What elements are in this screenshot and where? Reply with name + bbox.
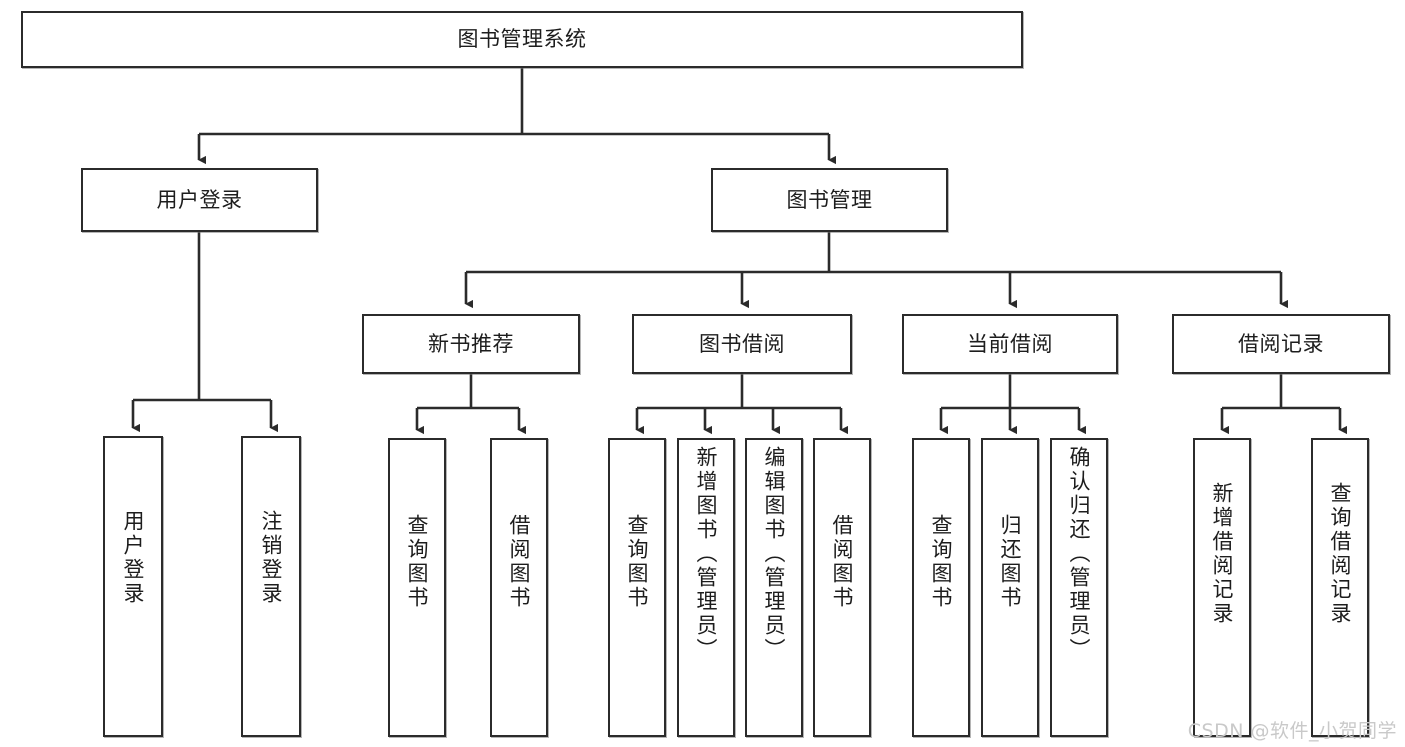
node-book-borrow-label: 图书借阅 xyxy=(699,331,785,356)
node-leaf-confirm-return-label: 确认归还（管理员） xyxy=(1067,446,1092,662)
node-leaf-logout-label: 注销登录 xyxy=(259,510,284,606)
watermark: CSDN @软件_小贺同学 xyxy=(1187,720,1397,742)
node-book-manage[interactable]: 图书管理 xyxy=(711,168,948,232)
node-leaf-borrow-book-b-label: 借阅图书 xyxy=(830,514,855,610)
node-leaf-query-book-c[interactable]: 查询图书 xyxy=(912,438,970,737)
node-new-book-rec[interactable]: 新书推荐 xyxy=(362,314,580,374)
node-user-login-label: 用户登录 xyxy=(156,187,243,212)
node-leaf-user-login[interactable]: 用户登录 xyxy=(103,436,163,737)
node-user-login[interactable]: 用户登录 xyxy=(81,168,318,232)
node-leaf-add-record[interactable]: 新增借阅记录 xyxy=(1193,438,1251,737)
node-borrow-record[interactable]: 借阅记录 xyxy=(1172,314,1390,374)
node-leaf-add-record-label: 新增借阅记录 xyxy=(1210,482,1235,626)
node-leaf-query-book-c-label: 查询图书 xyxy=(929,514,954,610)
node-book-borrow[interactable]: 图书借阅 xyxy=(632,314,852,374)
node-current-borrow-label: 当前借阅 xyxy=(967,331,1053,356)
node-new-book-rec-label: 新书推荐 xyxy=(428,331,514,356)
node-root[interactable]: 图书管理系统 xyxy=(21,11,1023,68)
node-leaf-edit-book[interactable]: 编辑图书（管理员） xyxy=(745,438,803,737)
node-leaf-borrow-book-a-label: 借阅图书 xyxy=(507,514,532,610)
node-leaf-query-book-b-label: 查询图书 xyxy=(625,514,650,610)
node-leaf-borrow-book-b[interactable]: 借阅图书 xyxy=(813,438,871,737)
node-borrow-record-label: 借阅记录 xyxy=(1238,331,1324,356)
node-leaf-query-book-b[interactable]: 查询图书 xyxy=(608,438,666,737)
node-leaf-edit-book-label: 编辑图书（管理员） xyxy=(762,446,787,662)
node-leaf-query-book-a[interactable]: 查询图书 xyxy=(388,438,446,737)
node-leaf-add-book[interactable]: 新增图书（管理员） xyxy=(677,438,735,737)
node-leaf-return-book[interactable]: 归还图书 xyxy=(981,438,1039,737)
node-leaf-query-record[interactable]: 查询借阅记录 xyxy=(1311,438,1369,737)
node-current-borrow[interactable]: 当前借阅 xyxy=(902,314,1118,374)
node-leaf-return-book-label: 归还图书 xyxy=(998,514,1023,610)
node-leaf-confirm-return[interactable]: 确认归还（管理员） xyxy=(1050,438,1108,737)
node-leaf-user-login-label: 用户登录 xyxy=(121,510,146,606)
node-leaf-query-record-label: 查询借阅记录 xyxy=(1328,482,1353,626)
node-leaf-borrow-book-a[interactable]: 借阅图书 xyxy=(490,438,548,737)
node-leaf-add-book-label: 新增图书（管理员） xyxy=(694,446,719,662)
node-root-label: 图书管理系统 xyxy=(457,27,587,52)
node-leaf-query-book-a-label: 查询图书 xyxy=(405,514,430,610)
node-book-manage-label: 图书管理 xyxy=(786,187,873,212)
node-leaf-logout[interactable]: 注销登录 xyxy=(241,436,301,737)
